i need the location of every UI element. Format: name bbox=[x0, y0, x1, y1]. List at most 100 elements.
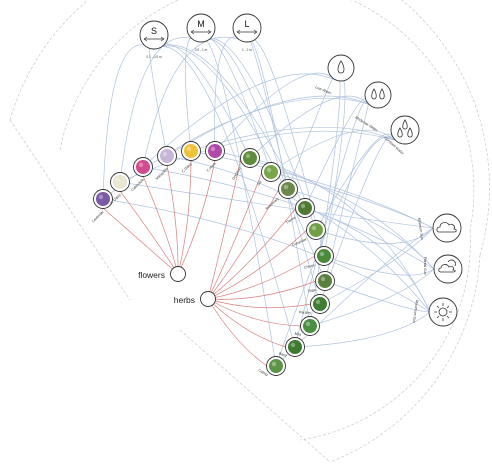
herb-node[interactable]: Chives bbox=[304, 246, 334, 270]
herb-link bbox=[207, 255, 316, 300]
size-letter-l: L bbox=[244, 19, 249, 29]
sun-node-maximum[interactable]: Maximum Sun bbox=[412, 297, 458, 327]
flower-photo bbox=[208, 144, 222, 158]
herb-node[interactable]: Catnip bbox=[258, 356, 286, 377]
herb-node[interactable]: Thyme bbox=[285, 198, 315, 225]
herb-label: Oregano bbox=[231, 167, 241, 181]
herb-link bbox=[207, 188, 280, 300]
herb-photo bbox=[288, 340, 302, 354]
herb-label: Coriander bbox=[291, 237, 308, 247]
attribute-link bbox=[275, 136, 395, 367]
herb-photo bbox=[303, 319, 317, 333]
attribute-link bbox=[185, 36, 202, 152]
dashed-edge-left bbox=[9, 119, 131, 301]
size-arrowheads-m bbox=[190, 29, 212, 35]
herb-photo bbox=[309, 223, 323, 237]
attribute-link bbox=[309, 268, 435, 327]
attribute-link bbox=[102, 198, 431, 313]
herb-link bbox=[207, 171, 263, 300]
sun-label-partial: Partial Sun bbox=[423, 257, 427, 275]
size-letter-s: S bbox=[151, 26, 157, 36]
herb-photo-highlight bbox=[311, 225, 317, 231]
attribute-link bbox=[323, 255, 435, 276]
attribute-link bbox=[287, 188, 435, 270]
flower-photo bbox=[96, 192, 110, 206]
herb-link bbox=[207, 207, 297, 300]
size-letter-m: M bbox=[197, 19, 205, 29]
water-circle-low bbox=[327, 54, 355, 82]
herb-link bbox=[207, 298, 312, 309]
flowers-group-node[interactable]: flowers bbox=[138, 266, 186, 282]
herb-node[interactable]: Sage bbox=[307, 271, 335, 293]
attribute-link bbox=[294, 311, 431, 348]
water-drop-icon bbox=[371, 88, 385, 100]
attribute-link bbox=[190, 127, 395, 152]
herb-label: Mint bbox=[294, 332, 301, 337]
water-drop-icon bbox=[397, 119, 413, 138]
flower-link bbox=[142, 175, 179, 275]
herb-node[interactable]: Coriander bbox=[291, 220, 326, 248]
attribute-link bbox=[319, 227, 434, 305]
attribute-link bbox=[102, 44, 155, 200]
herb-node[interactable]: Mint bbox=[294, 316, 320, 337]
flower-node[interactable]: C.Daisy bbox=[181, 141, 201, 174]
water-node-low[interactable]: Low Water bbox=[315, 54, 355, 96]
attribute-link bbox=[119, 181, 434, 229]
herb-photo-highlight bbox=[245, 153, 251, 159]
herb-node[interactable]: Oregano bbox=[231, 148, 260, 181]
flower-node[interactable]: Lavender bbox=[91, 189, 113, 224]
sun-icon bbox=[434, 303, 452, 321]
attribute-link bbox=[315, 133, 395, 231]
attribute-link bbox=[214, 72, 336, 152]
herb-node[interactable]: Basil bbox=[278, 337, 305, 359]
herb-link bbox=[207, 229, 308, 300]
herb-label: Dill bbox=[257, 180, 263, 187]
flower-label: C.Herb bbox=[206, 162, 217, 173]
dashed-background-arcs bbox=[9, 0, 490, 463]
dashed-arc-inner bbox=[59, 0, 475, 231]
sun-node-partial[interactable]: Partial Sun bbox=[423, 254, 463, 284]
water-drop-icon bbox=[337, 60, 345, 74]
attribute-link bbox=[200, 38, 317, 231]
sun-label-minimum: Minimum Sun bbox=[417, 218, 424, 240]
attribute-link bbox=[324, 280, 431, 313]
sun-node-minimum[interactable]: Minimum Sun bbox=[417, 213, 462, 243]
herbs-group-node[interactable]: herbs bbox=[174, 291, 216, 307]
herb-node[interactable]: Parsley bbox=[299, 294, 330, 316]
size-circle-l bbox=[232, 13, 262, 43]
size-node-m[interactable]: M 0.5 - 1 m bbox=[186, 13, 216, 52]
attribute-link bbox=[142, 36, 248, 168]
herb-photo-highlight bbox=[300, 203, 306, 209]
flower-label: Calendula bbox=[130, 178, 144, 192]
herb-label: Parsley bbox=[299, 310, 311, 315]
flower-photo-highlight bbox=[210, 146, 216, 152]
attribute-link bbox=[270, 129, 395, 173]
size-node-l[interactable]: L 1 - 2 m bbox=[232, 13, 262, 52]
attribute-link bbox=[190, 150, 434, 229]
flower-photo-highlight bbox=[98, 194, 104, 200]
attribute-link bbox=[315, 227, 434, 244]
attribute-link bbox=[319, 135, 395, 305]
herb-link bbox=[207, 298, 268, 367]
attribute-link bbox=[153, 45, 326, 282]
herb-photo-highlight bbox=[305, 321, 311, 327]
herb-label: Thyme bbox=[285, 215, 296, 224]
herb-node[interactable]: Dill bbox=[257, 162, 281, 187]
flower-photo bbox=[184, 144, 198, 158]
herb-label: Chives bbox=[304, 263, 316, 270]
flower-photo-highlight bbox=[138, 162, 144, 168]
size-circle-m bbox=[186, 13, 216, 43]
flowers-root-circle bbox=[170, 266, 186, 282]
herb-photo-highlight bbox=[320, 276, 326, 282]
attribute-link bbox=[119, 130, 395, 183]
water-node-moderate[interactable]: Moderate Water bbox=[354, 81, 392, 133]
size-node-s[interactable]: S 0.1 - 0.5 m bbox=[139, 20, 169, 59]
flower-node[interactable]: H. Daisy bbox=[109, 172, 130, 206]
flower-photo-highlight bbox=[115, 177, 121, 183]
flower-node[interactable]: C.Herb bbox=[205, 141, 225, 173]
herb-photo bbox=[264, 165, 278, 179]
attribute-link bbox=[149, 43, 168, 157]
flower-node[interactable]: Marigolds bbox=[155, 146, 177, 181]
